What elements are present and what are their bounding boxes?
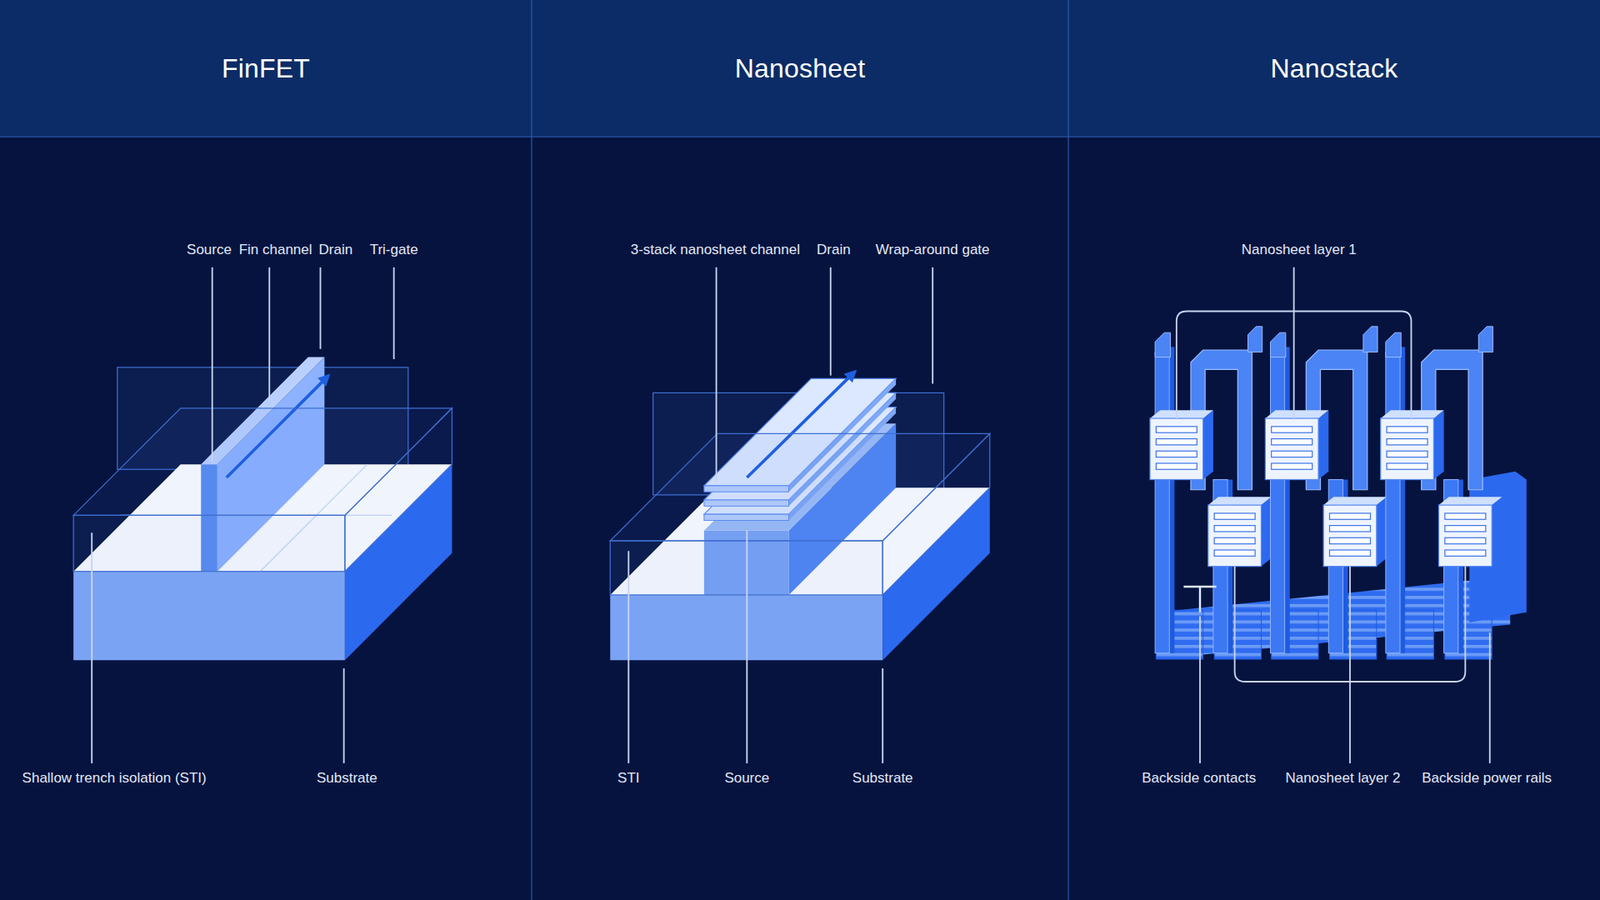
leader-lines [211, 267, 214, 462]
panel-header: FinFET [0, 0, 532, 137]
leader-lines [715, 267, 718, 482]
leader-lines [1176, 267, 1412, 419]
panel-heading: Nanosheet [735, 53, 866, 85]
finfet-illustration [345, 408, 453, 572]
leader-lines [1199, 616, 1201, 764]
background [0, 135, 1600, 137]
nanostack-illustration [1150, 326, 1527, 660]
leader-lines [91, 267, 1490, 764]
background [1067, 0, 1069, 900]
leader-lines [627, 550, 630, 764]
nanostack-illustration [1183, 586, 1216, 613]
part-label: Nanosheet layer 2 [1285, 770, 1400, 787]
panel-heading: FinFET [221, 53, 310, 85]
part-label: Fin channel [239, 241, 313, 259]
part-label: Backside power rails [1421, 770, 1552, 787]
leader-lines [830, 267, 832, 376]
part-label: Substrate [852, 770, 914, 787]
leader-lines [881, 668, 884, 764]
part-label: Drain [816, 241, 851, 259]
background [530, 0, 532, 900]
panel-header: Nanosheet [531, 0, 1069, 137]
part-label: Source [724, 770, 770, 787]
part-label: 3-stack nanosheet channel [630, 241, 800, 259]
nanostack-illustration [1265, 326, 1387, 654]
leader-lines [343, 668, 345, 764]
finfet-illustration [73, 357, 452, 661]
leader-lines [393, 267, 395, 360]
leader-lines [1489, 632, 1491, 764]
nanostack-illustration [1380, 326, 1503, 654]
nanosheet-illustration [882, 433, 990, 595]
nanostack-illustration [1150, 326, 1272, 654]
leader-lines [1235, 566, 1466, 764]
part-label: STI [617, 770, 640, 787]
leader-lines [320, 267, 322, 350]
part-label: Backside contacts [1141, 770, 1256, 787]
nanosheet-illustration [610, 371, 990, 661]
background [0, 0, 1600, 137]
part-label: Source [186, 241, 232, 259]
leader-lines [90, 532, 93, 764]
leader-lines [745, 530, 748, 764]
panel-heading: Nanostack [1270, 53, 1399, 85]
finfet-illustration [73, 571, 345, 661]
part-label: Wrap-around gate [875, 241, 990, 259]
part-label: Drain [319, 241, 354, 259]
leader-lines [268, 267, 270, 400]
finfet-illustration [73, 515, 345, 571]
part-label: Substrate [316, 770, 378, 787]
leader-lines [931, 267, 934, 385]
part-label: Tri-gate [370, 241, 419, 259]
panel-header: Nanostack [1068, 0, 1600, 137]
part-label: Nanosheet layer 1 [1241, 241, 1357, 259]
part-label: Shallow trench isolation (STI) [22, 770, 207, 787]
